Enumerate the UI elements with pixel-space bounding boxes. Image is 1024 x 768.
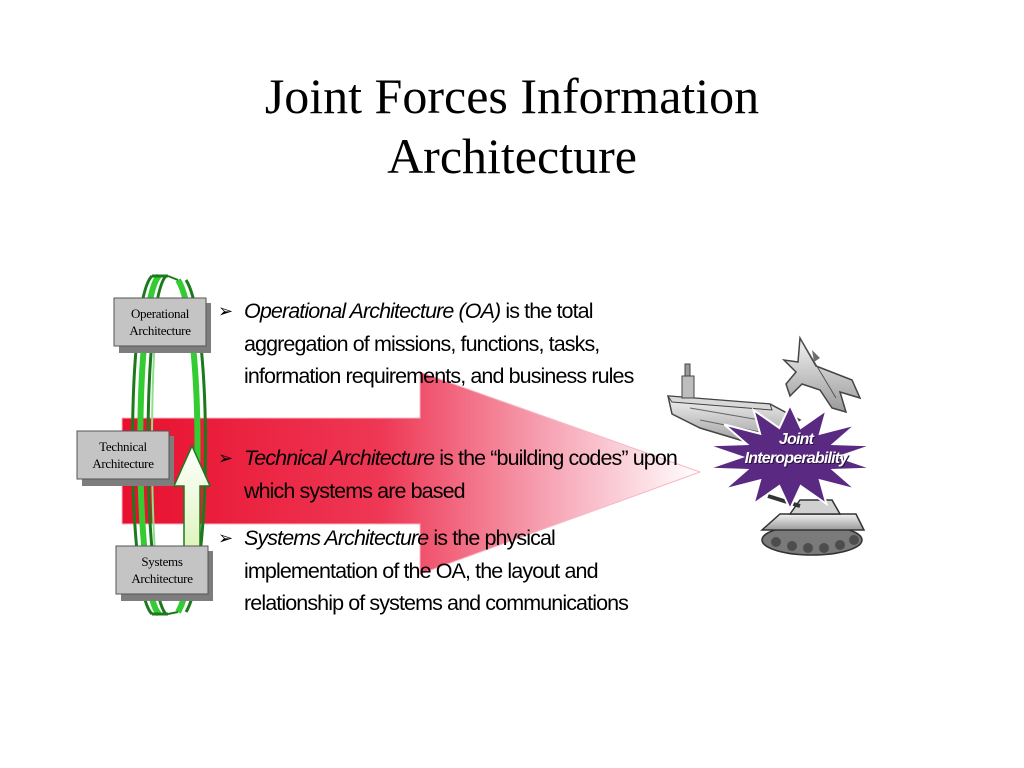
bullet-description: is the “building codes” upon which syste… bbox=[244, 446, 678, 503]
bullet-technical-architecture: ➢ Technical Architecture is the “buildin… bbox=[218, 442, 680, 507]
joint-interoperability-burst bbox=[707, 402, 873, 512]
bullet-description: is the total aggregation of missions, fu… bbox=[244, 299, 634, 388]
joint-interoperability-label: Joint Interoperability bbox=[744, 431, 849, 467]
technical-box bbox=[76, 430, 174, 486]
title-line-1: Joint Forces Information bbox=[264, 68, 760, 124]
bullet-text: Systems Architecture is the physical imp… bbox=[244, 522, 680, 620]
bullet-text: Technical Architecture is the “building … bbox=[244, 442, 680, 507]
bullet-arrow-icon: ➢ bbox=[218, 448, 233, 468]
tank-icon bbox=[760, 494, 866, 556]
systems-box bbox=[115, 545, 213, 601]
bullet-description: is the physical implementation of the OA… bbox=[244, 526, 629, 615]
operational-architecture-label: Operational Architecture bbox=[129, 306, 191, 338]
bullet-term: Technical Architecture bbox=[244, 446, 435, 470]
title-line-2: Architecture bbox=[387, 128, 637, 184]
bullet-systems-architecture: ➢ Systems Architecture is the physical i… bbox=[218, 522, 680, 620]
systems-architecture-label: Systems Architecture bbox=[131, 554, 193, 586]
operational-box bbox=[113, 297, 211, 353]
bullet-arrow-icon: ➢ bbox=[218, 301, 233, 321]
bullet-term: Operational Architecture (OA) bbox=[244, 299, 501, 323]
technical-architecture-label: Technical Architecture bbox=[92, 439, 154, 471]
slide-title: Joint Forces Information Architecture bbox=[0, 66, 1024, 186]
bullet-text: Operational Architecture (OA) is the tot… bbox=[244, 295, 680, 393]
bullet-term: Systems Architecture bbox=[244, 526, 429, 550]
bullet-operational-architecture: ➢ Operational Architecture (OA) is the t… bbox=[218, 295, 680, 393]
bullet-arrow-icon: ➢ bbox=[218, 528, 233, 548]
jet-fighter-icon bbox=[781, 335, 862, 414]
interoperability-arrow bbox=[121, 371, 702, 575]
